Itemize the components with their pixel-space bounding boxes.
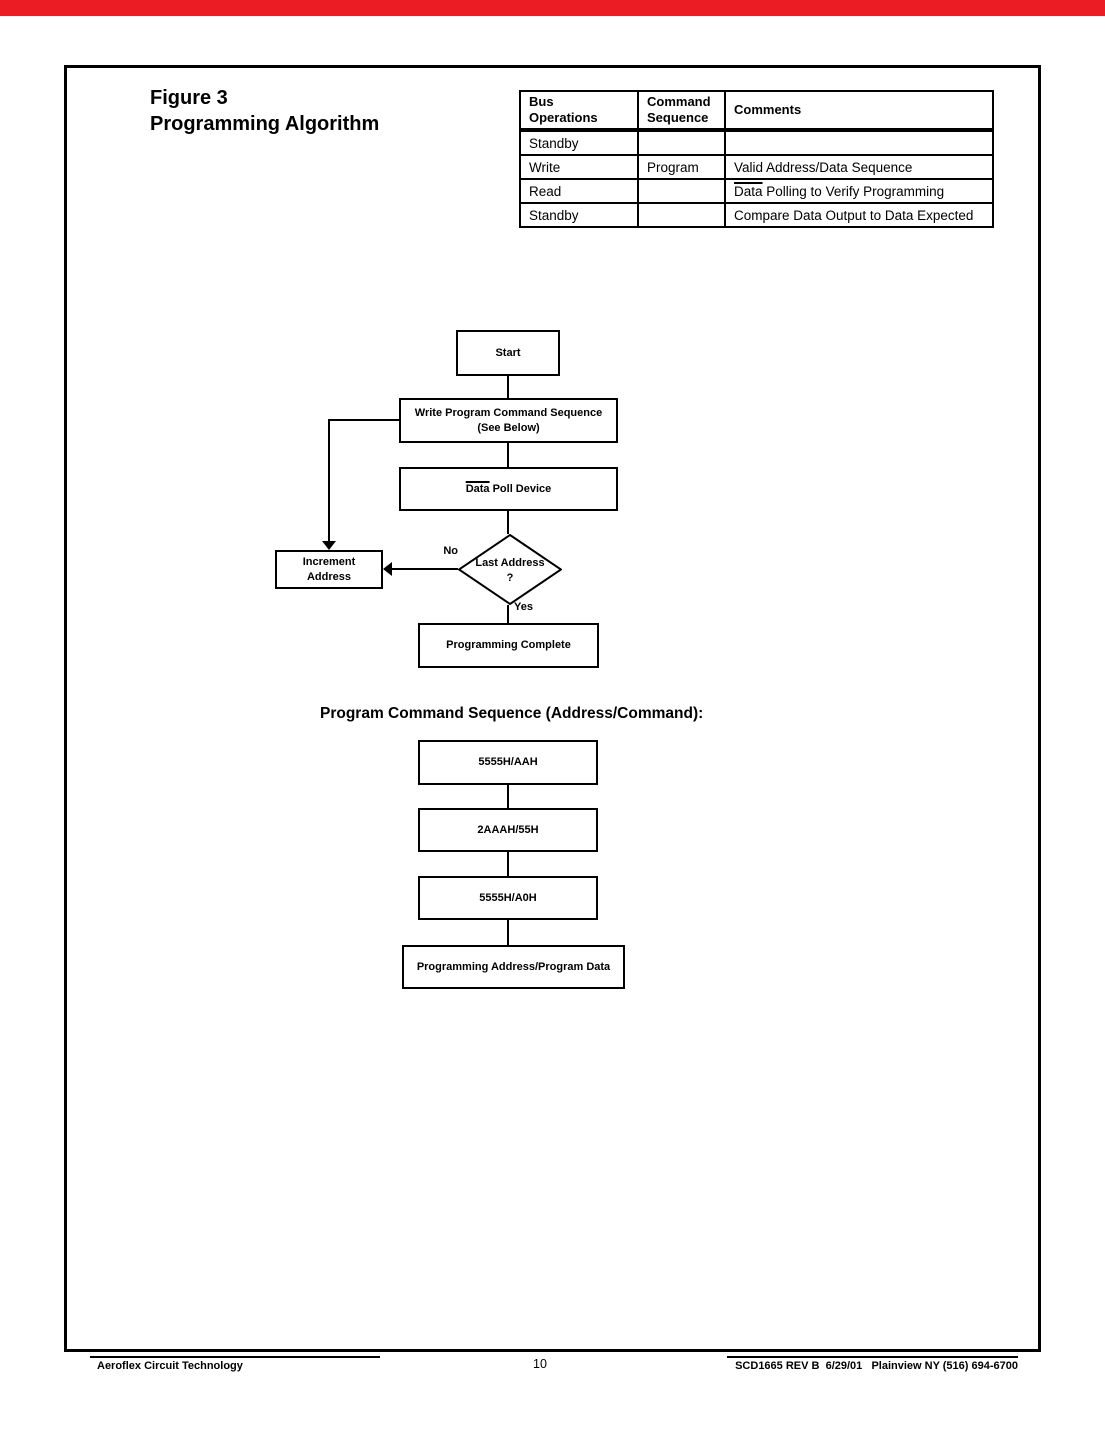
increment-line2: Address	[306, 570, 352, 583]
cell-seq	[637, 129, 726, 156]
decision-label: Last Address ?	[458, 534, 562, 605]
decision-diamond	[457, 533, 563, 606]
arrowhead-down	[322, 541, 336, 550]
data-poll-rest: Poll Device	[489, 482, 552, 495]
footer-page-number: 10	[533, 1357, 547, 1371]
cell-bus: Standby	[519, 129, 639, 156]
bus-operations-table: Bus Operations Command Sequence Comments…	[519, 90, 994, 228]
decision-line1: Last Address	[475, 557, 545, 569]
footer-left-rule	[90, 1356, 380, 1358]
connector-line	[392, 568, 458, 570]
header-bus-operations: Bus Operations	[519, 90, 639, 132]
loop-connector-line	[328, 419, 330, 542]
connector-line	[507, 443, 509, 467]
figure-title-line2: Programming Algorithm	[150, 113, 380, 135]
connector-line	[507, 852, 509, 876]
cell-bus: Standby	[519, 202, 639, 228]
data-poll-overline: Data	[465, 482, 490, 495]
sequence-step-4: Programming Address/Program Data	[402, 945, 625, 989]
increment-line1: Increment	[302, 555, 356, 568]
loop-connector-line	[328, 419, 399, 421]
yes-label: Yes	[514, 601, 533, 613]
cell-comment: Valid Address/Data Sequence	[724, 154, 994, 180]
data-poll-label: Data Poll Device	[466, 482, 552, 497]
header-bus-line2: Operations	[529, 110, 598, 125]
cell-comment-overline: Data	[734, 183, 763, 199]
footer-company: Aeroflex Circuit Technology	[97, 1360, 243, 1372]
sequence-step-2: 2AAAH/55H	[418, 808, 598, 852]
table-row: Write Program Valid Address/Data Sequenc…	[519, 154, 994, 180]
table-header-row: Bus Operations Command Sequence Comments	[519, 90, 994, 132]
header-comments: Comments	[724, 90, 994, 132]
no-label: No	[443, 545, 458, 557]
figure-title: Figure 3 Programming Algorithm	[150, 85, 379, 137]
cell-comment: Compare Data Output to Data Expected	[724, 202, 994, 228]
sequence-step-1: 5555H/AAH	[418, 740, 598, 785]
sequence-step-3: 5555H/A0H	[418, 876, 598, 920]
start-node: Start	[456, 330, 560, 376]
arrowhead-left	[383, 562, 392, 576]
header-comments-label: Comments	[734, 102, 802, 117]
start-label: Start	[495, 346, 521, 359]
cell-bus: Write	[519, 154, 639, 180]
connector-line	[507, 920, 509, 945]
connector-line	[507, 605, 509, 623]
sequence-step-3-label: 5555H/A0H	[479, 891, 537, 904]
cell-bus: Read	[519, 178, 639, 204]
diamond-shape	[457, 533, 563, 606]
header-command-sequence: Command Sequence	[637, 90, 726, 132]
cell-comment-text: Polling to Verify Programming	[762, 183, 945, 199]
table-row: Read Data Polling to Verify Programming	[519, 178, 994, 204]
data-poll-node: Data Poll Device	[399, 467, 618, 511]
cell-comment: Data Polling to Verify Programming	[724, 178, 994, 204]
programming-complete-node: Programming Complete	[418, 623, 599, 668]
cell-comment	[724, 129, 994, 156]
sequence-heading: Program Command Sequence (Address/Comman…	[320, 705, 704, 722]
table-row: Standby Compare Data Output to Data Expe…	[519, 202, 994, 228]
write-command-node: Write Program Command Sequence (See Belo…	[399, 398, 618, 443]
footer-doc-info: SCD1665 REV B 6/29/01 Plainview NY (516)…	[735, 1360, 1018, 1372]
top-red-banner	[0, 0, 1105, 16]
programming-complete-label: Programming Complete	[446, 639, 571, 651]
cell-seq: Program	[637, 154, 726, 180]
sequence-step-1-label: 5555H/AAH	[478, 756, 538, 768]
cell-comment-text: Compare Data Output to Data Expected	[734, 207, 974, 223]
header-bus-line1: Bus	[529, 94, 554, 109]
connector-line	[507, 376, 509, 398]
header-cmd-line1: Command	[647, 94, 711, 109]
cell-seq	[637, 202, 726, 228]
figure-title-line1: Figure 3	[150, 87, 228, 109]
cell-seq	[637, 178, 726, 204]
page-border	[64, 65, 1041, 1352]
sequence-step-4-label: Programming Address/Program Data	[416, 960, 611, 973]
connector-line	[507, 511, 509, 534]
decision-line2: ?	[506, 572, 514, 584]
increment-address-node: Increment Address	[275, 550, 383, 589]
footer-right-rule	[727, 1356, 1018, 1358]
cell-comment-text: Valid Address/Data Sequence	[734, 159, 913, 175]
write-command-line2: (See Below)	[477, 421, 540, 434]
sequence-step-2-label: 2AAAH/55H	[477, 823, 539, 836]
header-cmd-line2: Sequence	[647, 110, 709, 125]
table-row: Standby	[519, 129, 994, 156]
write-command-line1: Write Program Command Sequence	[414, 406, 603, 419]
connector-line	[507, 785, 509, 808]
